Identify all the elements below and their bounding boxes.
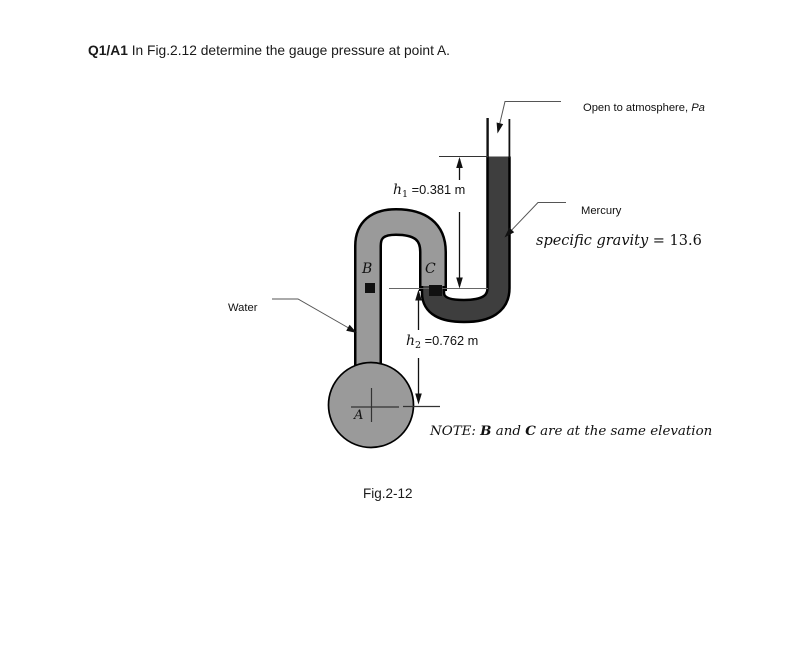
tank-crosshair <box>351 388 399 422</box>
mercury-leader-arrow <box>504 202 566 238</box>
point-c-marker <box>429 285 442 296</box>
pa-symbol: Pa <box>691 102 705 114</box>
open-atmosphere-leader-arrow <box>496 101 561 134</box>
question-number: Q1/A1 <box>88 43 128 58</box>
figure-caption: Fig.2-12 <box>363 486 413 501</box>
water-leader-arrow <box>272 298 357 333</box>
point-a-label: A <box>354 408 364 423</box>
h1-dimension-line <box>456 157 463 289</box>
open-tube-walls <box>486 118 511 158</box>
open-atmosphere-label: Open to atmosphere, Pa <box>583 102 705 114</box>
specific-gravity-label: specific gravity = 13.6 <box>536 233 702 249</box>
h2-dimension-label: h2 =0.762 m <box>406 333 479 351</box>
note-text: NOTE: B and C are at the same elevation <box>430 423 713 439</box>
specific-gravity-value: = 13.6 <box>648 233 702 249</box>
water-tube <box>354 208 447 418</box>
h1-dimension-label: h1 =0.381 m <box>393 182 466 200</box>
point-c-label: C <box>425 261 436 277</box>
h2-dimension-line <box>415 289 422 405</box>
mercury-label: Mercury <box>581 205 622 217</box>
point-b-marker <box>365 283 375 293</box>
mercury-tube <box>420 156 511 324</box>
question-body: In Fig.2.12 determine the gauge pressure… <box>127 43 451 58</box>
point-b-label: B <box>362 261 373 277</box>
question-text: Q1/A1 In Fig.2.12 determine the gauge pr… <box>88 43 450 58</box>
water-label: Water <box>228 302 258 314</box>
